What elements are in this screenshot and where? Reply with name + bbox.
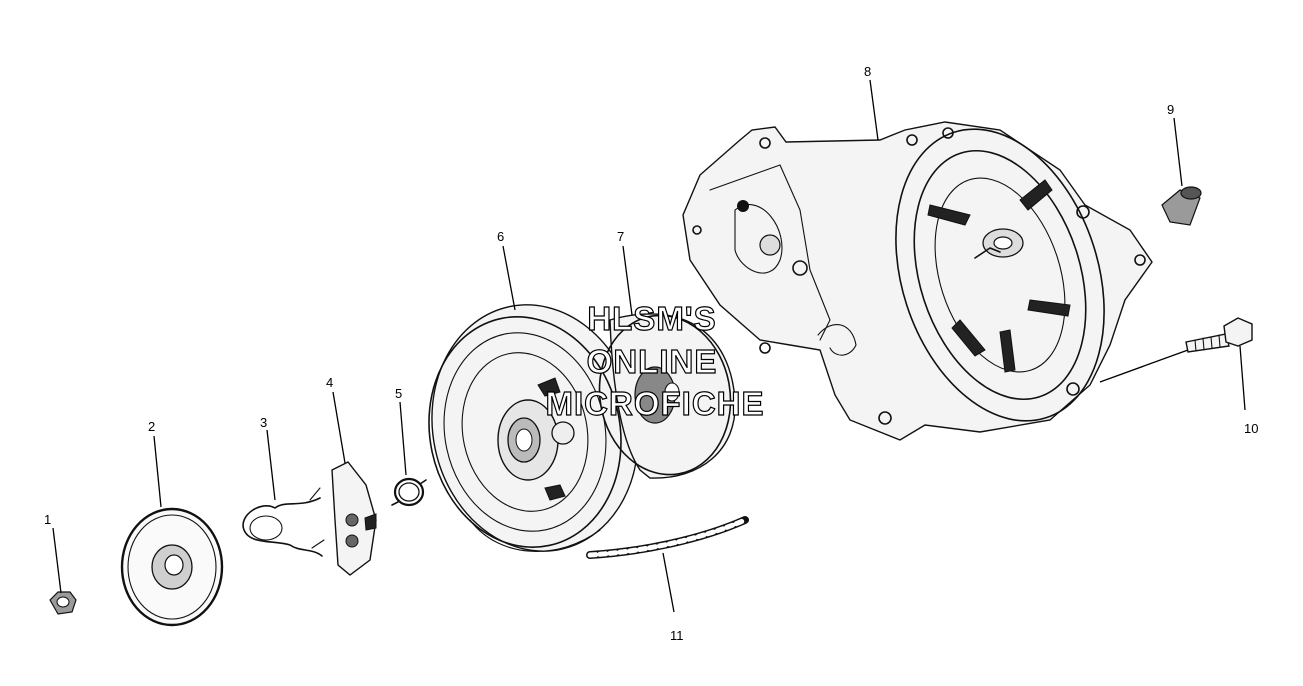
part-3-clip bbox=[242, 487, 325, 557]
part-4-pawl bbox=[331, 461, 377, 576]
callout-5: 5 bbox=[395, 386, 402, 401]
part-6-pulley bbox=[428, 304, 639, 552]
part-1-nut bbox=[49, 591, 77, 615]
part-7-spring-cup bbox=[598, 313, 736, 479]
part-9-bushing bbox=[1161, 186, 1202, 226]
leader-lines bbox=[52, 79, 1246, 613]
callout-3: 3 bbox=[260, 415, 267, 430]
watermark-line-1: HLSM'S bbox=[587, 300, 716, 337]
part-5-spring bbox=[391, 477, 427, 507]
callout-9: 9 bbox=[1167, 102, 1174, 117]
callout-1: 1 bbox=[44, 512, 51, 527]
callout-11: 11 bbox=[670, 628, 684, 643]
part-11-rope bbox=[586, 516, 749, 559]
part-10-bolt bbox=[1185, 317, 1253, 353]
part-8-housing bbox=[682, 121, 1153, 441]
callout-4: 4 bbox=[326, 375, 333, 390]
watermark-line-2: ONLINE bbox=[587, 343, 718, 380]
part-2-washer bbox=[120, 507, 224, 627]
callout-7: 7 bbox=[617, 229, 624, 244]
callout-6: 6 bbox=[497, 229, 504, 244]
watermark-line-3: MICROFICHE bbox=[546, 385, 765, 422]
callout-10: 10 bbox=[1244, 421, 1258, 436]
callout-8: 8 bbox=[864, 64, 871, 79]
callout-2: 2 bbox=[148, 419, 155, 434]
watermark: HLSM'S ONLINE MICROFICHE bbox=[545, 299, 765, 422]
